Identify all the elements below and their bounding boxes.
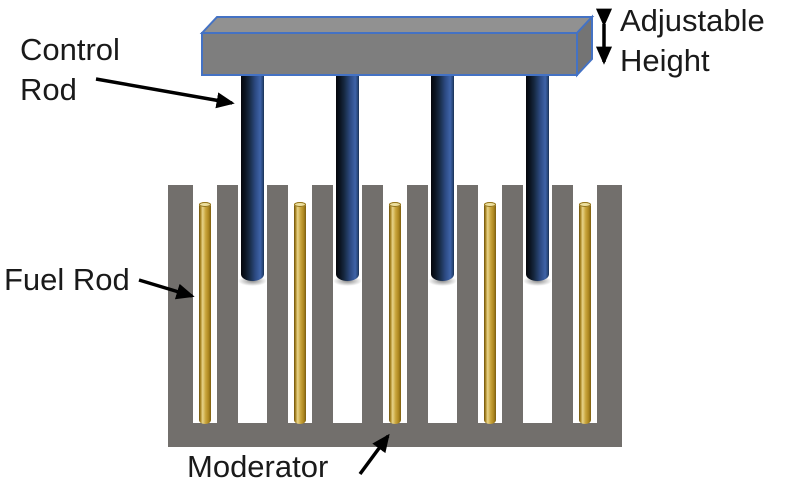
moderator-tooth — [362, 185, 383, 447]
adjustable-height-label: Adjustable Height — [620, 3, 765, 78]
moderator-tooth — [457, 185, 478, 447]
crossbeam-top-face — [199, 16, 595, 34]
control-rod — [431, 74, 454, 281]
fuel-rod-cap — [389, 202, 401, 207]
moderator-tooth — [407, 185, 428, 447]
fuel-rod — [294, 202, 306, 424]
fuel-rod-cap — [484, 202, 496, 207]
control-rod-tip-shadow — [523, 276, 552, 286]
control-rod-tip-shadow — [238, 276, 267, 286]
fuel-rod — [579, 202, 591, 424]
moderator-tooth — [597, 185, 622, 447]
moderator-tooth — [168, 185, 193, 447]
moderator-tooth — [267, 185, 288, 447]
control-rod-tip-shadow — [333, 276, 362, 286]
control-rod — [241, 74, 264, 281]
fuel-rod-cap — [199, 202, 211, 207]
fuel-rod-cap — [579, 202, 591, 207]
control-rod-tip-shadow — [428, 276, 457, 286]
fuel-rod — [389, 202, 401, 424]
moderator-label: Moderator — [187, 449, 329, 484]
moderator-tooth — [217, 185, 238, 447]
control-rod — [526, 74, 549, 281]
control-rod-label: Control Rod — [20, 32, 120, 107]
crossbeam-side-face — [576, 14, 593, 78]
crossbeam-front-face — [201, 32, 578, 76]
fuel-rod-cap — [294, 202, 306, 207]
control-rod — [336, 74, 359, 281]
moderator-base — [168, 423, 622, 447]
moderator-tooth — [312, 185, 333, 447]
moderator-tooth — [552, 185, 573, 447]
fuel-rod — [199, 202, 211, 424]
moderator-tooth — [502, 185, 523, 447]
fuel-rod — [484, 202, 496, 424]
fuel-rod-label: Fuel Rod — [4, 262, 130, 297]
